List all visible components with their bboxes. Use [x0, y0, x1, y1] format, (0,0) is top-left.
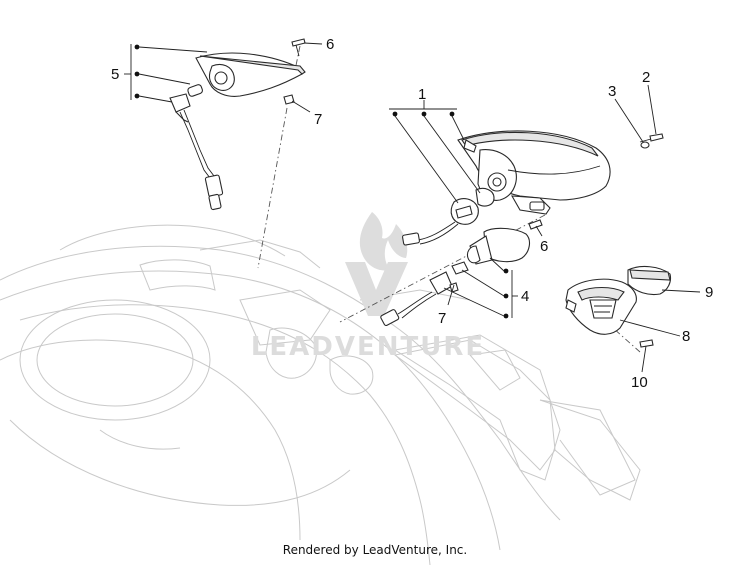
- callouts: 1 2 3 4 5 6 6 7 7 8 9 10: [111, 36, 713, 391]
- front-lamp-connector: [204, 174, 224, 198]
- callout-9: 9: [705, 284, 713, 301]
- screw-10: [639, 339, 654, 348]
- tail-lamp-assembly: [402, 130, 611, 246]
- clip-top: [283, 94, 295, 105]
- license-plate-holder-ghost: [393, 334, 636, 496]
- scooter-body-ghost: [0, 224, 641, 565]
- turn-signal-socket: [429, 271, 453, 295]
- front-bulb-socket: [169, 93, 191, 113]
- callout-1: 1: [418, 86, 426, 103]
- footer-credit: Rendered by LeadVenture, Inc.: [282, 543, 468, 557]
- callout-8: 8: [682, 328, 690, 345]
- tail-bulb: [475, 187, 495, 207]
- license-light-cover: [627, 265, 672, 296]
- screw-2: [639, 133, 664, 143]
- callout-5: 5: [111, 66, 119, 83]
- tail-lamp-connector: [402, 232, 420, 246]
- callout-6-middle: 6: [540, 238, 548, 255]
- screw-top: [291, 38, 306, 57]
- front-bulb: [187, 84, 203, 97]
- callout-10: 10: [631, 374, 648, 391]
- turn-signal-lens: [483, 227, 531, 263]
- callout-7-top: 7: [314, 111, 322, 128]
- callout-4: 4: [521, 288, 529, 305]
- callout-6-top: 6: [326, 36, 334, 53]
- license-light-holder: [565, 278, 637, 335]
- front-lamp-assembly: [169, 52, 306, 211]
- callout-3: 3: [608, 83, 616, 100]
- watermark: LEADVENTURE: [251, 212, 485, 362]
- leader-lines: [124, 42, 701, 373]
- callout-2: 2: [642, 69, 650, 86]
- callout-7-middle: 7: [438, 310, 446, 327]
- washer-3: [640, 141, 650, 149]
- turn-signal-assembly: [380, 227, 531, 327]
- turn-signal-connector: [380, 309, 400, 327]
- screw-middle: [528, 219, 543, 230]
- watermark-text: LEADVENTURE: [251, 332, 485, 362]
